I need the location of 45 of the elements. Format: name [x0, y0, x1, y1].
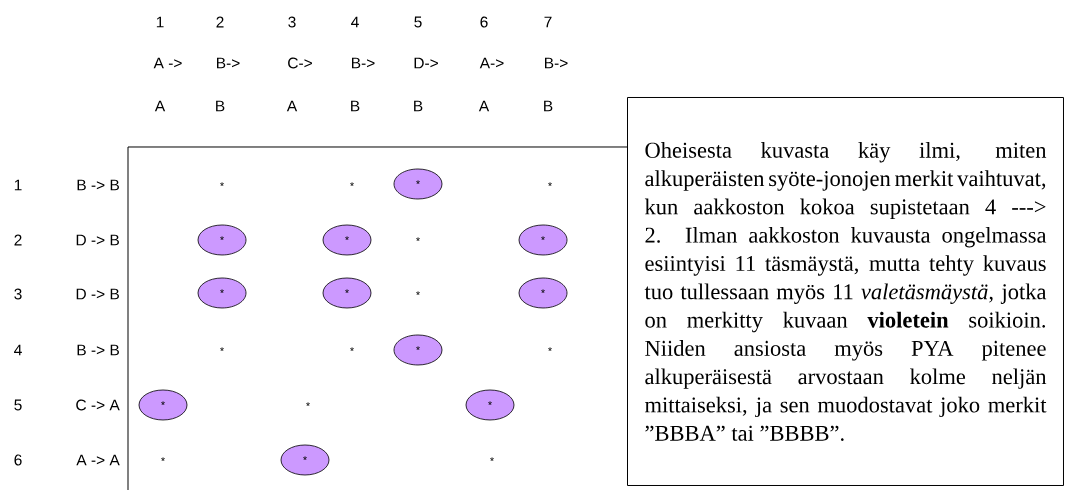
column-number: 5 — [414, 16, 422, 28]
row-number: 5 — [14, 399, 22, 411]
column-number: 2 — [216, 16, 224, 28]
mapping-label: B-> — [352, 57, 375, 69]
row-number: 4 — [14, 344, 22, 356]
row-number: 6 — [14, 454, 22, 466]
column-number: 7 — [544, 16, 552, 28]
asterisk: * — [490, 457, 494, 462]
mapping-label: A -> — [153, 57, 182, 69]
row-label: A -> A — [76, 454, 120, 466]
row-label: D -> B — [76, 234, 119, 246]
asterisk: * — [161, 457, 165, 462]
mapping-label: B-> — [217, 57, 240, 69]
row-number: 3 — [14, 288, 22, 300]
mapping-label: A-> — [479, 57, 504, 69]
letter-label: B — [216, 100, 225, 112]
column-number: 4 — [351, 16, 359, 28]
column-number: 6 — [480, 16, 488, 28]
row-number: 2 — [14, 234, 22, 246]
asterisk: * — [220, 347, 224, 352]
asterisk: * — [416, 291, 420, 296]
letter-label: A — [154, 100, 166, 112]
row-number: 1 — [14, 179, 22, 191]
letter-label: B — [414, 100, 423, 112]
row-label: C -> A — [76, 399, 120, 411]
mapping-label: B-> — [545, 57, 568, 69]
letter-label: B — [544, 100, 553, 112]
letter-label: A — [478, 100, 490, 112]
mapping-label: D-> — [414, 57, 438, 69]
asterisk: * — [548, 347, 552, 352]
mapping-label: C-> — [288, 57, 312, 69]
row-label: D -> B — [76, 288, 119, 300]
column-number: 3 — [288, 16, 296, 28]
row-label: B -> B — [77, 344, 119, 356]
letter-label: B — [351, 100, 360, 112]
column-number: 1 — [156, 16, 164, 28]
asterisk: * — [350, 182, 354, 187]
asterisk: * — [548, 182, 552, 187]
row-label: B -> B — [77, 179, 119, 191]
letter-label: A — [286, 100, 298, 112]
asterisk: * — [220, 182, 224, 187]
text-box: Oheisesta kuvasta käy ilmi, miten alkuperäisten syöte-jonojen merkit vaihtuvat, kun aakkoston kokoa supistetaan 4 ---> 2. Ilman aakkoston kuvausta ongelmassa esiintyisi 11 täsmäystä, mutta tehty kuvaus tuo tullessaan myös 11 valetäsmäystä, jotka on merkitty kuvaan violetein soikioin. Niiden ansiosta myös PYA pitenee alkuperäisestä arvostaan kolme neljän mittaiseksi, ja sen muodostavat joko merkit ”BBBA” tai ”BBBB”. — [627, 97, 1064, 486]
asterisk: * — [350, 347, 354, 352]
asterisk: * — [416, 237, 420, 242]
asterisk: * — [306, 402, 310, 407]
